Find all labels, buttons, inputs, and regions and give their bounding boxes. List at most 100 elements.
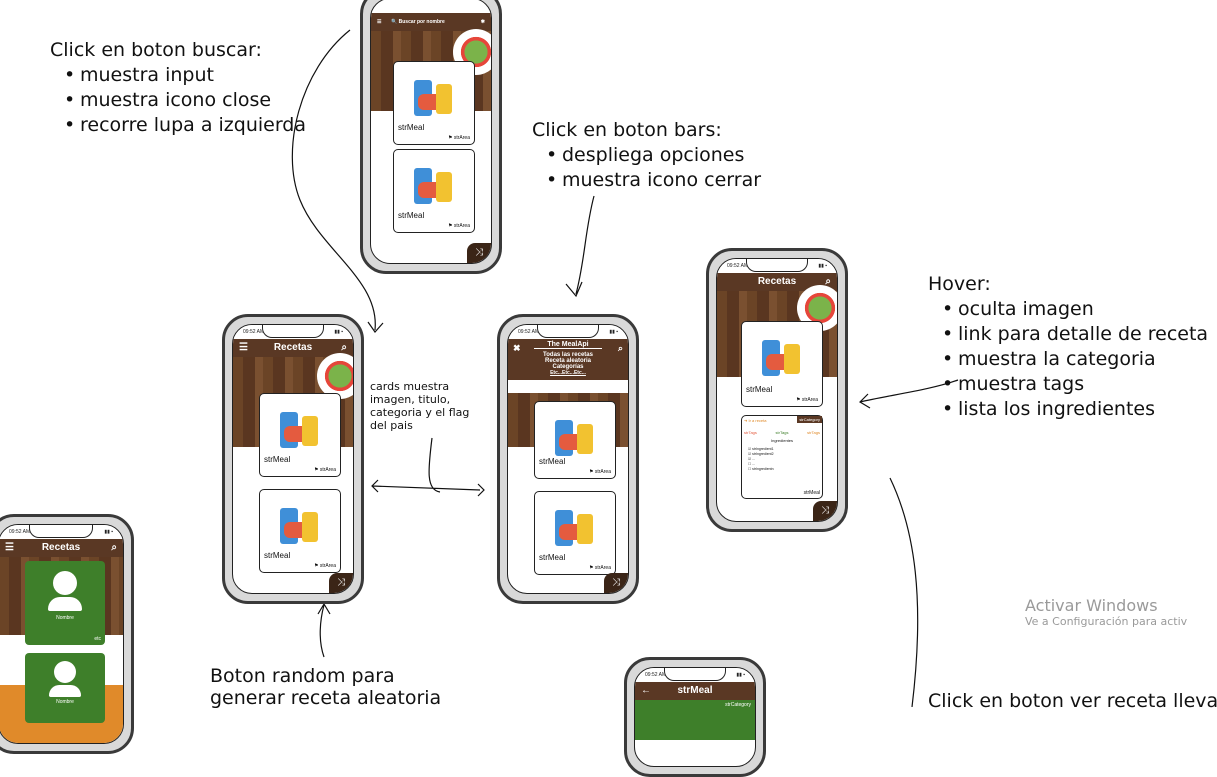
menu-panel: ✖ ⌕ The MealApi Todas las recetas Receta… bbox=[508, 339, 628, 380]
recipe-detail-card[interactable]: ➜ Ir a receta strCategory strTags strTag… bbox=[741, 415, 823, 499]
bars-note-item: muestra icono cerrar bbox=[546, 168, 761, 193]
phone-screen: 09:52 AM▮▮ ▪ Recetas ⌕ strMeal ⚑ strArea… bbox=[716, 258, 838, 522]
food-fries bbox=[436, 84, 452, 114]
recipe-area: ⚑ strArea bbox=[796, 397, 818, 403]
search-icon[interactable]: ⌕ bbox=[111, 542, 117, 553]
food-image bbox=[551, 498, 599, 550]
bars-icon[interactable]: ☰ bbox=[377, 19, 382, 25]
phone-hover: 09:52 AM▮▮ ▪ Recetas ⌕ strMeal ⚑ strArea… bbox=[706, 248, 848, 532]
random-note: Boton random para generar receta aleator… bbox=[210, 665, 441, 709]
arrow-bars bbox=[565, 195, 595, 298]
search-note-item: recorre lupa a izquierda bbox=[64, 113, 306, 138]
signal-icon: ▮▮ ▪ bbox=[334, 329, 343, 335]
food-image bbox=[758, 328, 806, 380]
tag: strTags bbox=[807, 430, 820, 435]
bars-note-title: Click en boton bars: bbox=[532, 119, 722, 141]
recipe-title: strMeal bbox=[398, 123, 425, 132]
category-badge: strCategory bbox=[797, 416, 822, 423]
menu-item[interactable]: Etc...Etc...Etc... bbox=[550, 370, 586, 376]
detail-header: strCategory bbox=[635, 700, 755, 740]
phone-screen: 09:52 AM▮▮ ▪ ← strMeal strCategory bbox=[634, 667, 756, 767]
food-image bbox=[276, 496, 324, 548]
category-card[interactable]: Nombre bbox=[25, 653, 105, 723]
recipe-title: strMeal bbox=[803, 490, 820, 496]
search-icon[interactable]: ⌕ bbox=[341, 342, 347, 353]
ingredients-list: ☑ strIngredient1 ☑ strIngredient2 ☑ ... … bbox=[748, 447, 774, 472]
hover-note-item: muestra tags bbox=[942, 372, 1208, 397]
hover-note: Hover: oculta imagen link para detalle d… bbox=[928, 272, 1208, 422]
bars-icon[interactable]: ☰ bbox=[239, 342, 248, 353]
bars-note-item: despliega opciones bbox=[546, 143, 761, 168]
category-label: strCategory bbox=[725, 702, 751, 708]
clock: 09:52 AM bbox=[645, 672, 667, 678]
close-icon[interactable]: ✱ bbox=[480, 19, 485, 25]
search-bar: ☰ 🔍 Buscar por nombre ✱ bbox=[371, 13, 491, 31]
app-title: Recetas bbox=[757, 276, 797, 287]
recipe-area-label: strArea bbox=[319, 467, 336, 473]
phone-menu: 09:52 AM▮▮ ▪ ✖ ⌕ The MealApi Todas las r… bbox=[497, 314, 639, 604]
recipe-area: ⚑ strArea bbox=[448, 223, 470, 229]
phone-screen: 09:52 AM ▮▮ ▪ ☰ Recetas ⌕ strMeal ⚑ strAr… bbox=[232, 324, 354, 594]
search-icon[interactable]: 🔍 bbox=[391, 19, 398, 25]
recipe-card[interactable]: strMeal ⚑ strArea bbox=[534, 401, 616, 479]
signal-icon: ▮▮ ▪ bbox=[609, 329, 618, 335]
menu-item[interactable]: Receta aleatoria bbox=[544, 358, 592, 364]
random-button[interactable]: ⤨ bbox=[467, 243, 491, 263]
ingredient-label: ... bbox=[752, 462, 756, 466]
food-fries bbox=[577, 424, 593, 454]
food-image bbox=[410, 156, 458, 208]
random-button[interactable]: ⤨ bbox=[329, 573, 353, 593]
ingredient-label: strIngredientn bbox=[752, 467, 774, 471]
recipe-card[interactable]: strMeal ⚑ strArea bbox=[534, 491, 616, 575]
search-icon[interactable]: ⌕ bbox=[617, 343, 623, 353]
search-input[interactable]: Buscar por nombre bbox=[398, 19, 445, 25]
recipe-card[interactable]: strMeal ⚑ strArea bbox=[741, 321, 823, 407]
random-button[interactable]: ⤨ bbox=[604, 573, 628, 593]
recipe-card[interactable]: strMeal ⚑ strArea bbox=[259, 393, 341, 477]
windows-watermark: Activar Windows Ve a Configuración para … bbox=[1025, 596, 1187, 628]
hover-note-title: Hover: bbox=[928, 273, 991, 295]
food-fries bbox=[577, 514, 593, 544]
phone-search: ☰ 🔍 Buscar por nombre ✱ strMeal ⚑ strAre… bbox=[360, 0, 502, 274]
salad-image bbox=[317, 353, 353, 399]
hover-note-item: link para detalle de receta bbox=[942, 322, 1208, 347]
phone-screen: 09:52 AM▮▮ ▪ ✖ ⌕ The MealApi Todas las r… bbox=[507, 324, 629, 594]
search-note-title: Click en boton buscar: bbox=[50, 39, 262, 61]
ingredient-label: ... bbox=[752, 457, 756, 461]
watermark-line2: Ve a Configuración para activ bbox=[1025, 615, 1188, 628]
phone-screen: 09:52 AM▮▮ ▪ ☰ Recetas ⌕ Nombre etc Nomb… bbox=[0, 524, 124, 744]
signal-icon: ▮▮ ▪ bbox=[736, 672, 745, 678]
menu-item[interactable]: Categorías bbox=[552, 364, 584, 370]
user-icon bbox=[53, 571, 77, 595]
close-icon[interactable]: ✖ bbox=[513, 343, 521, 353]
recipe-card[interactable]: strMeal ⚑ strArea bbox=[259, 489, 341, 573]
food-image bbox=[410, 68, 458, 120]
ingredient-label: strIngredient2 bbox=[752, 452, 774, 456]
app-title: Recetas bbox=[273, 342, 313, 353]
random-note-line1: Boton random para bbox=[210, 665, 395, 687]
watermark-line1: Activar Windows bbox=[1025, 596, 1158, 615]
ingredient-item: ☑ ... bbox=[748, 457, 756, 461]
clock: 09:52 AM bbox=[727, 263, 749, 269]
back-arrow-icon[interactable]: ← bbox=[641, 685, 651, 696]
recipe-card[interactable]: strMeal ⚑ strArea bbox=[393, 61, 475, 145]
arrow-random bbox=[317, 602, 331, 658]
bars-icon[interactable]: ☰ bbox=[5, 542, 14, 553]
ingredient-item: ☐ strIngredientn bbox=[748, 467, 774, 471]
recipe-title: strMeal bbox=[539, 553, 566, 562]
view-recipe-link[interactable]: ➜ Ir a receta bbox=[744, 418, 767, 423]
random-button[interactable]: ⤨ bbox=[813, 501, 837, 521]
recipe-title: strMeal bbox=[264, 551, 291, 560]
category-card[interactable]: Nombre etc bbox=[25, 561, 105, 645]
recipe-title: strMeal bbox=[398, 211, 425, 220]
recipe-title: strMeal bbox=[746, 385, 773, 394]
ingredients-title: Ingredientes bbox=[770, 438, 793, 443]
recipe-card[interactable]: strMeal ⚑ strArea bbox=[393, 149, 475, 233]
recipe-area: ⚑ strArea bbox=[314, 563, 336, 569]
clock: 09:52 AM bbox=[243, 329, 265, 335]
search-icon[interactable]: ⌕ bbox=[825, 276, 831, 287]
arrow-view bbox=[889, 477, 919, 707]
search-note-item: muestra input bbox=[64, 63, 306, 88]
menu-item[interactable]: Todas las recetas bbox=[543, 352, 593, 358]
ingredient-label: strIngredient1 bbox=[752, 447, 774, 451]
